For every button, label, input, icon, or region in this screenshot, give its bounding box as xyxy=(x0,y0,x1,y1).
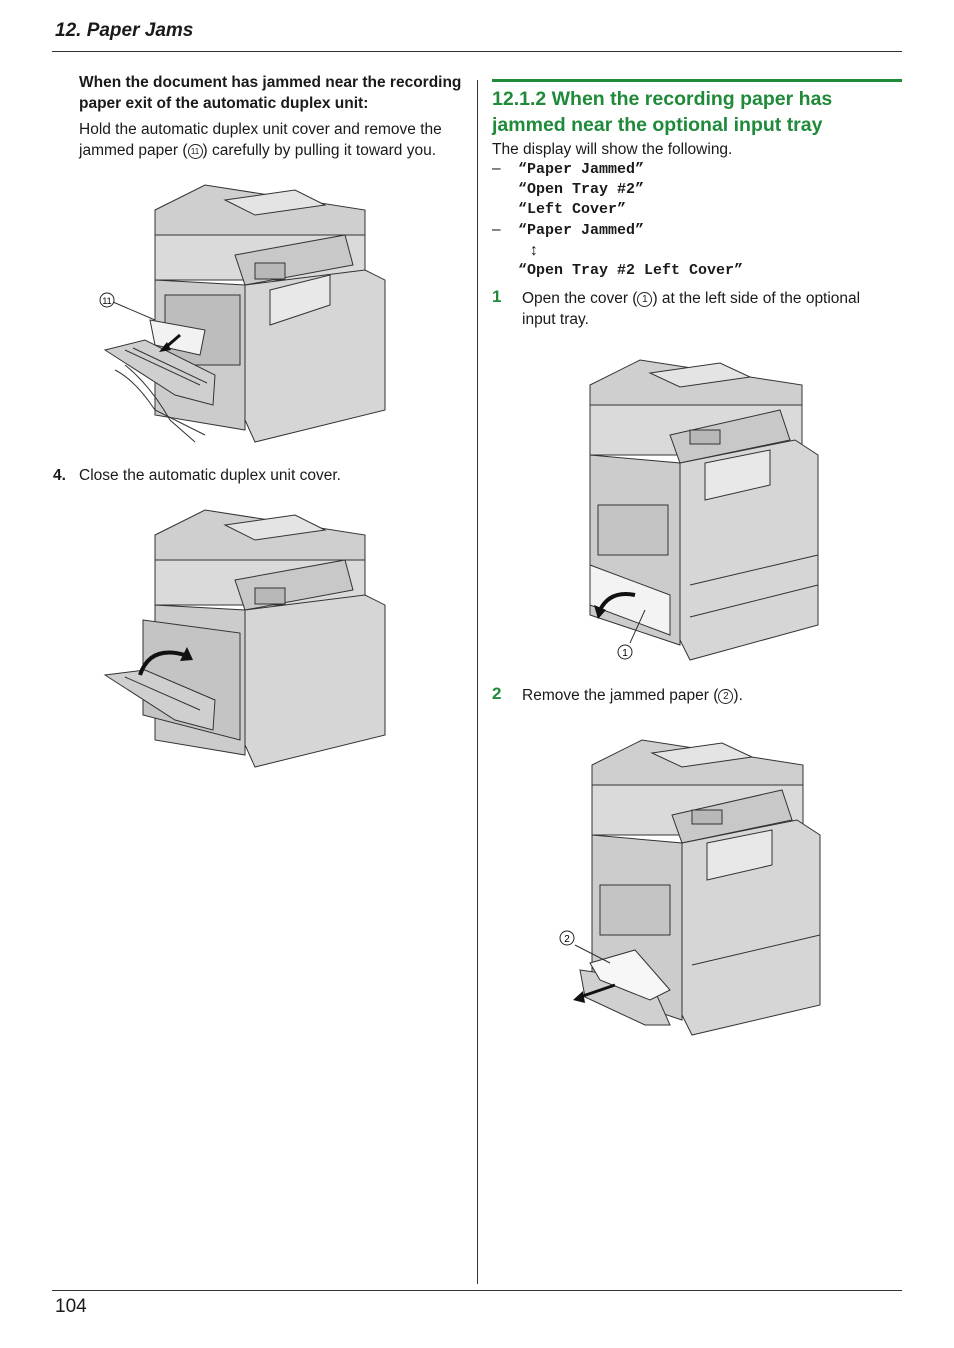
page-number: 104 xyxy=(55,1296,87,1317)
header-rule xyxy=(52,51,902,52)
figure-remove-paper: 2 xyxy=(559,739,821,1036)
figure-duplex-close xyxy=(103,509,386,768)
chapter-header: 12. Paper Jams xyxy=(55,20,194,41)
step2-text: Remove the jammed paper (2). xyxy=(522,687,743,704)
svg-text:11: 11 xyxy=(102,296,111,306)
display-dash-1: – xyxy=(492,160,501,177)
step4-text: Close the automatic duplex unit cover. xyxy=(79,467,341,484)
footer-rule xyxy=(52,1290,902,1291)
column-divider xyxy=(477,80,478,1284)
display-intro: The display will show the following. xyxy=(492,141,733,158)
figure-tray-cover-open: 1 xyxy=(589,359,819,661)
figure-duplex-open: 11 xyxy=(99,184,386,443)
display-msg-paper-jammed: “Paper Jammed” xyxy=(518,161,645,178)
callout-2: 2 xyxy=(718,689,734,704)
step1-number: 1 xyxy=(492,287,502,306)
duplex-jam-instruction: Hold the automatic duplex unit cover and… xyxy=(79,119,474,161)
display-msg-paper-jammed-2: “Paper Jammed” xyxy=(518,222,645,239)
callout-11: 11 xyxy=(187,144,203,159)
step2-number: 2 xyxy=(492,684,502,703)
instruction-line2b: ) carefully by pulling it toward you. xyxy=(202,142,437,159)
display-msg-left-cover: “Left Cover” xyxy=(518,201,627,218)
alternating-arrow-icon: ↕ xyxy=(529,242,539,260)
step1-text: Open the cover (1) at the left side of t… xyxy=(522,290,861,328)
svg-text:1: 1 xyxy=(622,648,628,659)
display-dash-2: – xyxy=(492,221,501,238)
section-rule xyxy=(492,79,902,82)
instruction-line1: Hold the automatic duplex unit cover and… xyxy=(79,121,442,138)
step4-number: 4. xyxy=(53,467,66,484)
callout-1: 1 xyxy=(637,292,653,307)
display-msg-open-tray-left-cover: “Open Tray #2 Left Cover” xyxy=(518,262,744,279)
svg-text:2: 2 xyxy=(564,934,570,945)
section-title: 12.1.2 When the recording paper has jamm… xyxy=(492,88,833,136)
display-msg-open-tray: “Open Tray #2” xyxy=(518,181,645,198)
instruction-line2a: jammed paper ( xyxy=(79,142,188,159)
duplex-jam-heading: When the document has jammed near the re… xyxy=(79,74,462,112)
